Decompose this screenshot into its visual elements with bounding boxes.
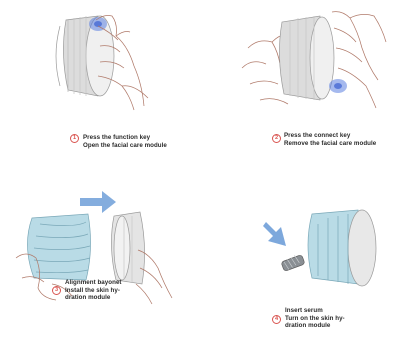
step-1-number-badge: 1 <box>70 134 79 143</box>
device-body <box>111 212 144 284</box>
step-2-number-badge: 2 <box>272 134 281 143</box>
step-2-caption-line-2: Remove the facial care module <box>284 140 376 148</box>
device-body <box>279 16 334 100</box>
step-1-caption: Press the function key Open the facial c… <box>83 134 167 149</box>
step-1-caption-line-1: Press the function key <box>83 134 167 142</box>
hydration-module <box>27 214 90 280</box>
step-4-caption-line-2: Turn on the skin hy- <box>285 315 345 323</box>
step-4-number-badge: 4 <box>272 315 281 324</box>
step-1-caption-line-2: Open the facial care module <box>83 142 167 150</box>
step-4-caption-line-3: dration module <box>285 322 345 330</box>
step-3-caption-line-2: Install the skin hy- <box>65 287 122 295</box>
serum-capsule-icon <box>281 254 305 271</box>
insert-arrow-icon <box>263 222 286 246</box>
step-4-caption-line-1: Insert serum <box>285 307 345 315</box>
step-3-caption-line-1: Alignment bayonet <box>65 279 122 287</box>
step-4-caption: Insert serum Turn on the skin hy- dratio… <box>285 307 345 330</box>
step-2-illustration <box>238 8 388 120</box>
step-3-caption: Alignment bayonet Install the skin hy- d… <box>65 279 122 302</box>
step-4-illustration <box>258 204 388 290</box>
hydration-device <box>308 210 376 286</box>
insert-arrow-icon <box>80 191 116 213</box>
hand-outline-right <box>332 12 386 108</box>
step-2-caption-line-1: Press the connect key <box>284 132 376 140</box>
step-1-illustration <box>38 6 168 124</box>
step-3-number-badge: 3 <box>52 286 61 295</box>
step-2-caption: Press the connect key Remove the facial … <box>284 132 376 147</box>
step-3-caption-line-3: dration module <box>65 294 122 302</box>
